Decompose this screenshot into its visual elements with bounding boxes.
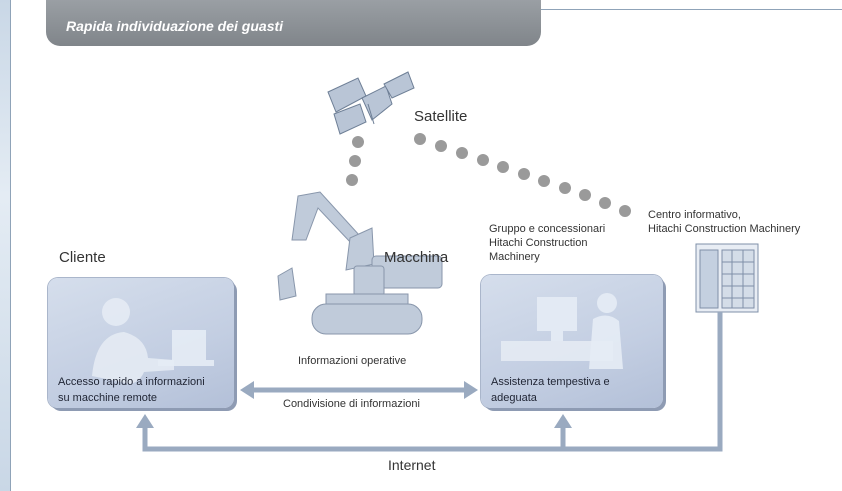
internet-label: Internet: [388, 457, 436, 473]
centro-label: Centro informativo, Hitachi Construction…: [648, 208, 800, 236]
gruppo-label: Gruppo e concessionari Hitachi Construct…: [489, 222, 605, 264]
cliente-text-line-1: Accesso rapido a informazioni: [58, 376, 205, 388]
cliente-box: Accesso rapido a informazioni su macchin…: [48, 278, 234, 408]
condivisione-arrow: [240, 381, 478, 399]
left-rule: [10, 0, 11, 491]
centro-label-line-1: Centro informativo,: [648, 209, 741, 221]
page-title: Rapida individuazione dei guasti: [66, 18, 284, 34]
centro-label-line-2: Hitachi Construction Machinery: [648, 223, 801, 235]
macchina-label: Macchina: [384, 249, 449, 266]
satellite-icon: [327, 71, 415, 135]
gruppo-label-line-1: Gruppo e concessionari: [489, 223, 606, 235]
cliente-text-line-2: su macchine remote: [58, 392, 158, 404]
assistenza-text-line-2: adeguata: [491, 392, 537, 404]
top-rule: [540, 9, 842, 10]
header-tab: [46, 0, 541, 46]
gruppo-label-line-2: Hitachi Construction: [489, 237, 588, 249]
condivisione-label: Condivisione di informazioni: [283, 398, 420, 410]
assistenza-box: Assistenza tempestiva e adeguata: [481, 275, 663, 408]
gruppo-label-line-3: Machinery: [489, 251, 540, 263]
satellite-center-link: [414, 133, 631, 217]
satellite-label: Satellite: [414, 108, 468, 125]
left-decor-stripe: [0, 0, 10, 491]
control-center-icon: [695, 243, 759, 313]
informazioni-operative-label: Informazioni operative: [298, 355, 407, 367]
internet-arrowheads: [136, 414, 572, 428]
user-at-laptop-icon: [92, 298, 214, 384]
assistenza-text-line-1: Assistenza tempestiva e: [491, 376, 610, 388]
internet-connection: [142, 312, 723, 452]
satellite-machine-link: [346, 136, 364, 186]
cliente-label: Cliente: [59, 249, 106, 266]
excavator-icon: [277, 191, 443, 335]
operator-at-desk-icon: [501, 293, 623, 369]
